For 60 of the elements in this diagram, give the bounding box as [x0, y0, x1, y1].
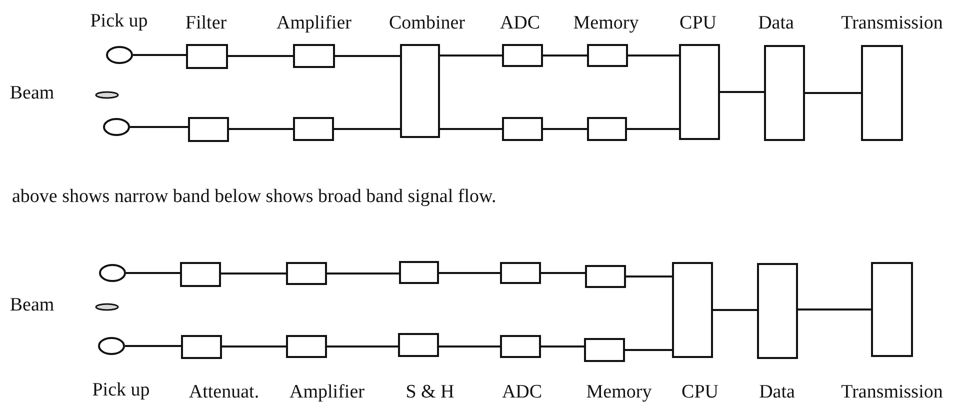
- node-label: Beam: [10, 84, 54, 102]
- connector-line: [439, 346, 500, 348]
- process-box: [286, 262, 327, 285]
- process-box: [587, 117, 627, 141]
- connector-line: [334, 128, 400, 130]
- pickup-circle: [99, 264, 126, 282]
- connector-line: [335, 55, 400, 57]
- connector-line: [440, 54, 502, 56]
- node-label: Beam: [10, 296, 54, 314]
- connector-line: [541, 272, 585, 274]
- connector-line: [628, 54, 679, 56]
- connector-line: [130, 126, 188, 128]
- connector-line: [222, 346, 286, 348]
- node-label: Transmission: [841, 382, 943, 402]
- connector-line: [125, 345, 181, 347]
- node-label: Amplifier: [290, 382, 364, 402]
- connector-line: [713, 309, 757, 311]
- node-label: Attenuat.: [188, 382, 260, 402]
- node-label: Pick up: [92, 380, 150, 400]
- connector-line: [327, 346, 398, 348]
- connector-line: [439, 272, 500, 274]
- process-box: [502, 117, 543, 141]
- connector-line: [543, 128, 587, 130]
- node-label: Amplifier: [276, 14, 352, 32]
- connector-line: [229, 128, 293, 130]
- pickup-circle: [103, 118, 130, 136]
- process-box: [180, 262, 221, 287]
- connector-line: [625, 349, 672, 351]
- process-box: [585, 265, 626, 288]
- node-label: Data: [759, 382, 795, 402]
- process-box: [399, 261, 439, 284]
- node-label: Filter: [185, 14, 227, 32]
- connector-line: [626, 276, 672, 278]
- node-label: Memory: [586, 382, 652, 402]
- connector-line: [541, 346, 584, 348]
- process-box: [188, 117, 229, 142]
- node-label: Transmission: [841, 14, 943, 32]
- node-label: Pick up: [90, 12, 148, 30]
- connector-line: [126, 272, 180, 274]
- connector-line: [440, 128, 502, 130]
- note-text: above shows narrow band below shows broad band signal flow.: [12, 187, 496, 206]
- node-label: CPU: [682, 382, 718, 402]
- connector-line: [720, 91, 764, 93]
- connector-line: [228, 55, 293, 57]
- node-label: ADC: [500, 14, 540, 32]
- connector-line: [798, 308, 871, 310]
- connector-line: [805, 92, 861, 94]
- node-label: Memory: [573, 14, 639, 32]
- node-label: S & H: [406, 382, 454, 402]
- node-label: ADC: [502, 382, 542, 402]
- connector-line: [221, 272, 286, 274]
- process-box: [293, 117, 334, 141]
- connector-line: [327, 272, 399, 274]
- node-label: Combiner: [389, 14, 465, 32]
- connector-line: [133, 54, 186, 56]
- node-label: Data: [758, 14, 794, 32]
- node-label: CPU: [680, 14, 716, 32]
- process-box: [500, 262, 541, 284]
- connector-line: [543, 54, 587, 56]
- connector-line: [627, 128, 679, 130]
